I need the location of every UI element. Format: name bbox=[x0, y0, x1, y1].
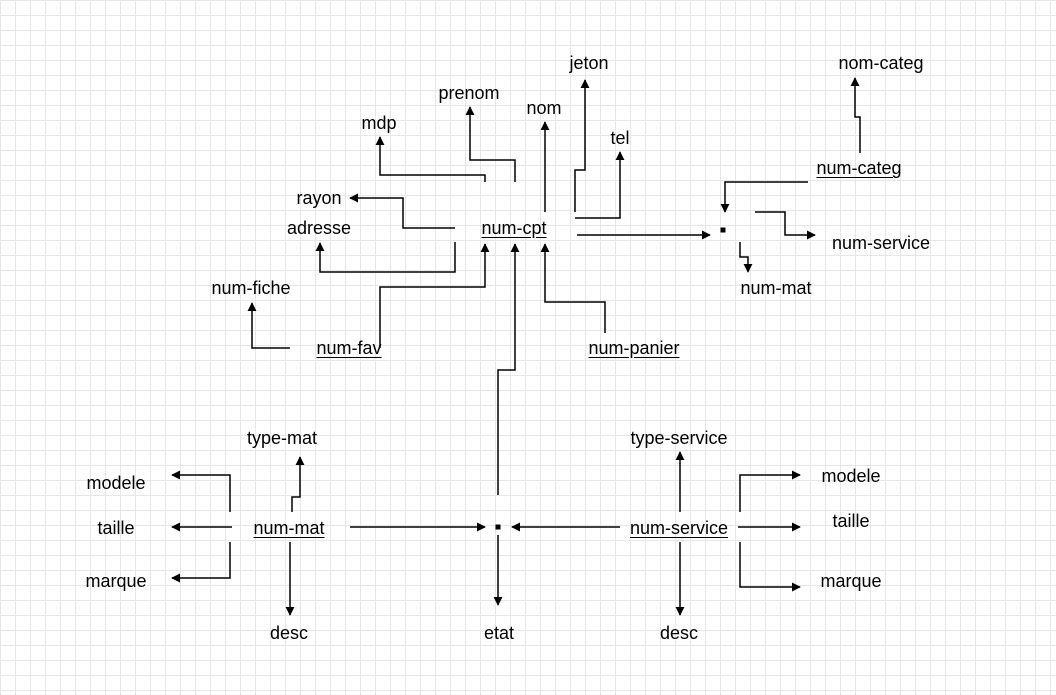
num-categ-key: num-categ bbox=[816, 158, 902, 178]
arrow-num-panier-to-num-cpt bbox=[540, 243, 606, 333]
arrow-num-cpt-to-jeton bbox=[574, 79, 590, 212]
arrow-num-cpt-to-adresse bbox=[315, 242, 456, 273]
marque-left-label: marque bbox=[85, 571, 147, 591]
marque-right-label: marque bbox=[820, 571, 882, 591]
arrow-relation-to-num-cpt bbox=[497, 243, 520, 495]
arrow-num-cpt-to-prenom bbox=[465, 106, 516, 182]
arrow-num-service-to-modele bbox=[739, 470, 801, 512]
arrow-num-cpt-to-mdp bbox=[375, 136, 486, 182]
num-fiche-label: num-fiche bbox=[211, 278, 291, 298]
arrow-num-cpt-to-rayon bbox=[349, 193, 455, 229]
arrow-num-cpt-to-tel bbox=[575, 151, 625, 219]
arrow-num-mat-to-modele bbox=[171, 470, 231, 512]
num-mat-top-label: num-mat bbox=[740, 278, 812, 298]
num-service-key: num-service bbox=[629, 518, 729, 538]
desc-left-label: desc bbox=[269, 623, 309, 643]
rayon-label: rayon bbox=[296, 188, 342, 208]
arrow-relation-to-num-service bbox=[755, 211, 816, 240]
desc-right-label: desc bbox=[659, 623, 699, 643]
arrow-num-categ-to-relation bbox=[720, 181, 808, 213]
type-service-label: type-service bbox=[630, 428, 728, 448]
adresse-label: adresse bbox=[286, 218, 352, 238]
modele-left-label: modele bbox=[86, 473, 146, 493]
nom-label: nom bbox=[526, 98, 562, 118]
num-mat-key: num-mat bbox=[253, 518, 325, 538]
taille-left-label: taille bbox=[97, 518, 135, 538]
arrow-num-mat-to-marque bbox=[171, 542, 231, 583]
jeton-label: jeton bbox=[569, 53, 609, 73]
arrow-num-fav-to-num-cpt bbox=[379, 243, 490, 348]
arrow-num-mat-to-type-mat bbox=[291, 456, 305, 512]
etat-label: etat bbox=[483, 623, 515, 643]
num-service-top-label: num-service bbox=[831, 233, 931, 253]
num-cpt-key: num-cpt bbox=[481, 218, 547, 238]
prenom-label: prenom bbox=[438, 83, 500, 103]
modele-right-label: modele bbox=[821, 466, 881, 486]
mdp-label: mdp bbox=[361, 113, 397, 133]
type-mat-label: type-mat bbox=[246, 428, 318, 448]
arrow-num-fav-to-num-fiche bbox=[247, 302, 290, 349]
tel-label: tel bbox=[610, 128, 630, 148]
relation-point-top bbox=[720, 227, 726, 233]
arrow-num-service-to-marque bbox=[739, 542, 801, 592]
arrow-relation-to-num-mat bbox=[739, 242, 753, 273]
nom-categ-label: nom-categ bbox=[838, 53, 924, 73]
num-panier-key: num-panier bbox=[588, 338, 680, 358]
taille-right-label: taille bbox=[832, 511, 870, 531]
relation-point-bottom bbox=[495, 524, 501, 530]
arrow-num-categ-to-nom-categ bbox=[850, 77, 861, 153]
num-fav-key: num-fav bbox=[316, 338, 382, 358]
